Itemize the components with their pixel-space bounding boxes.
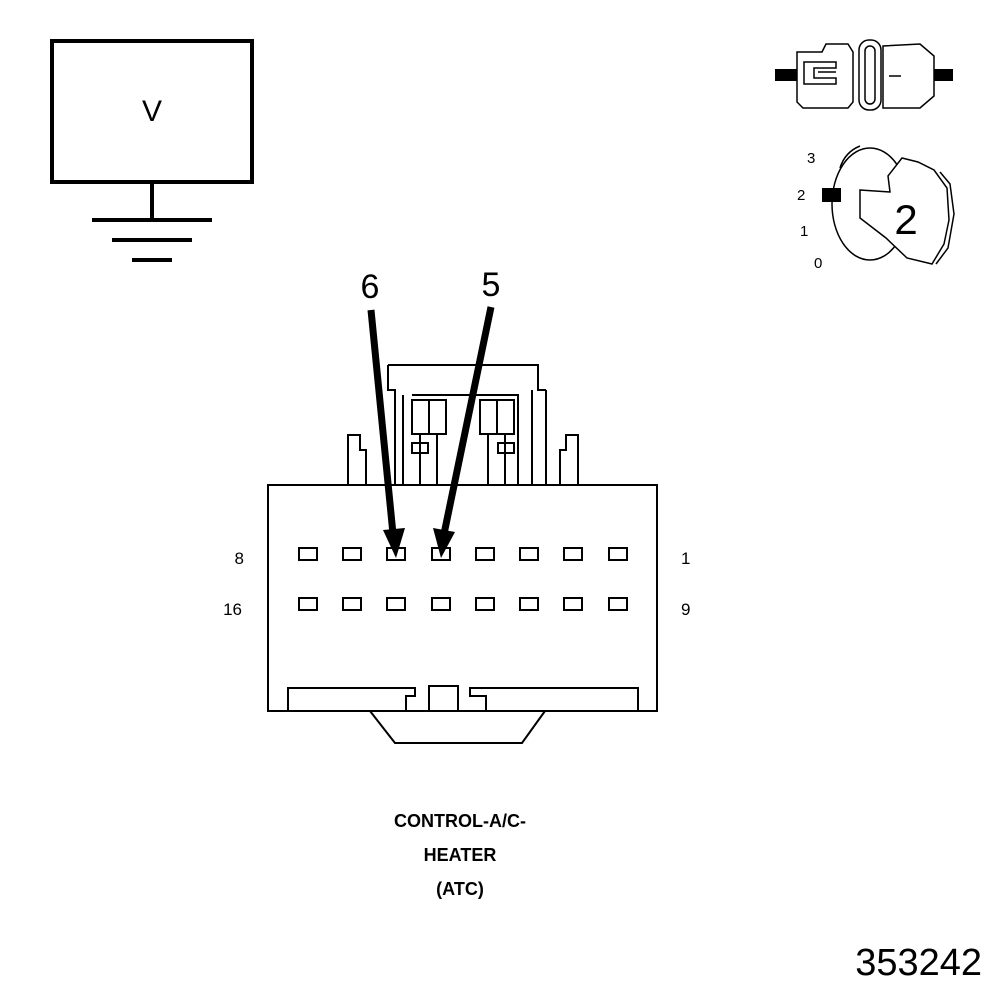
ignition-key-icon [822, 145, 955, 265]
figure-id: 353242 [855, 942, 982, 984]
ignition-position-0: 0 [814, 255, 822, 272]
pin-cavity [608, 597, 628, 611]
pin-cavity [431, 597, 451, 611]
pin-cavity [519, 547, 539, 561]
pin-cavity [342, 597, 362, 611]
pin-cavity [298, 597, 318, 611]
pin-cavity [608, 547, 628, 561]
connector-body [267, 364, 658, 744]
voltmeter-ground-icon [50, 39, 254, 262]
pin-cavity [475, 547, 495, 561]
caption-line-1: CONTROL-A/C- [394, 811, 526, 831]
pin-cavity [386, 597, 406, 611]
pin-cavity-row-bottom [298, 597, 628, 611]
voltmeter-symbol: V [142, 95, 162, 128]
ignition-position-1: 1 [800, 223, 808, 240]
pointer-arrow-pin-6 [367, 309, 405, 558]
pin-cavity-row-top [298, 547, 628, 561]
pin-cavity [519, 597, 539, 611]
pin-label-8: 8 [235, 549, 244, 568]
caption-line-2: HEATER [423, 845, 497, 865]
caption-line-3: (ATC) [436, 879, 484, 899]
pin-cavity [563, 597, 583, 611]
connector-caption: CONTROL-A/C- HEATER (ATC) [330, 810, 590, 912]
pin-cavity [563, 547, 583, 561]
pin-label-9: 9 [681, 600, 690, 619]
disconnected-connector-icon [775, 39, 953, 111]
pin-cavity [342, 547, 362, 561]
pointer-label-left: 6 [361, 268, 380, 306]
ignition-key-label: 2 [894, 196, 917, 243]
ignition-position-3: 3 [807, 150, 815, 167]
pin-cavity [475, 597, 495, 611]
ignition-position-2: 2 [797, 187, 805, 204]
pointer-arrow-pin-5 [433, 306, 495, 558]
pin-label-16: 16 [223, 600, 242, 619]
pin-label-1: 1 [681, 549, 690, 568]
pin-cavity [298, 547, 318, 561]
pointer-label-right: 5 [482, 266, 501, 304]
